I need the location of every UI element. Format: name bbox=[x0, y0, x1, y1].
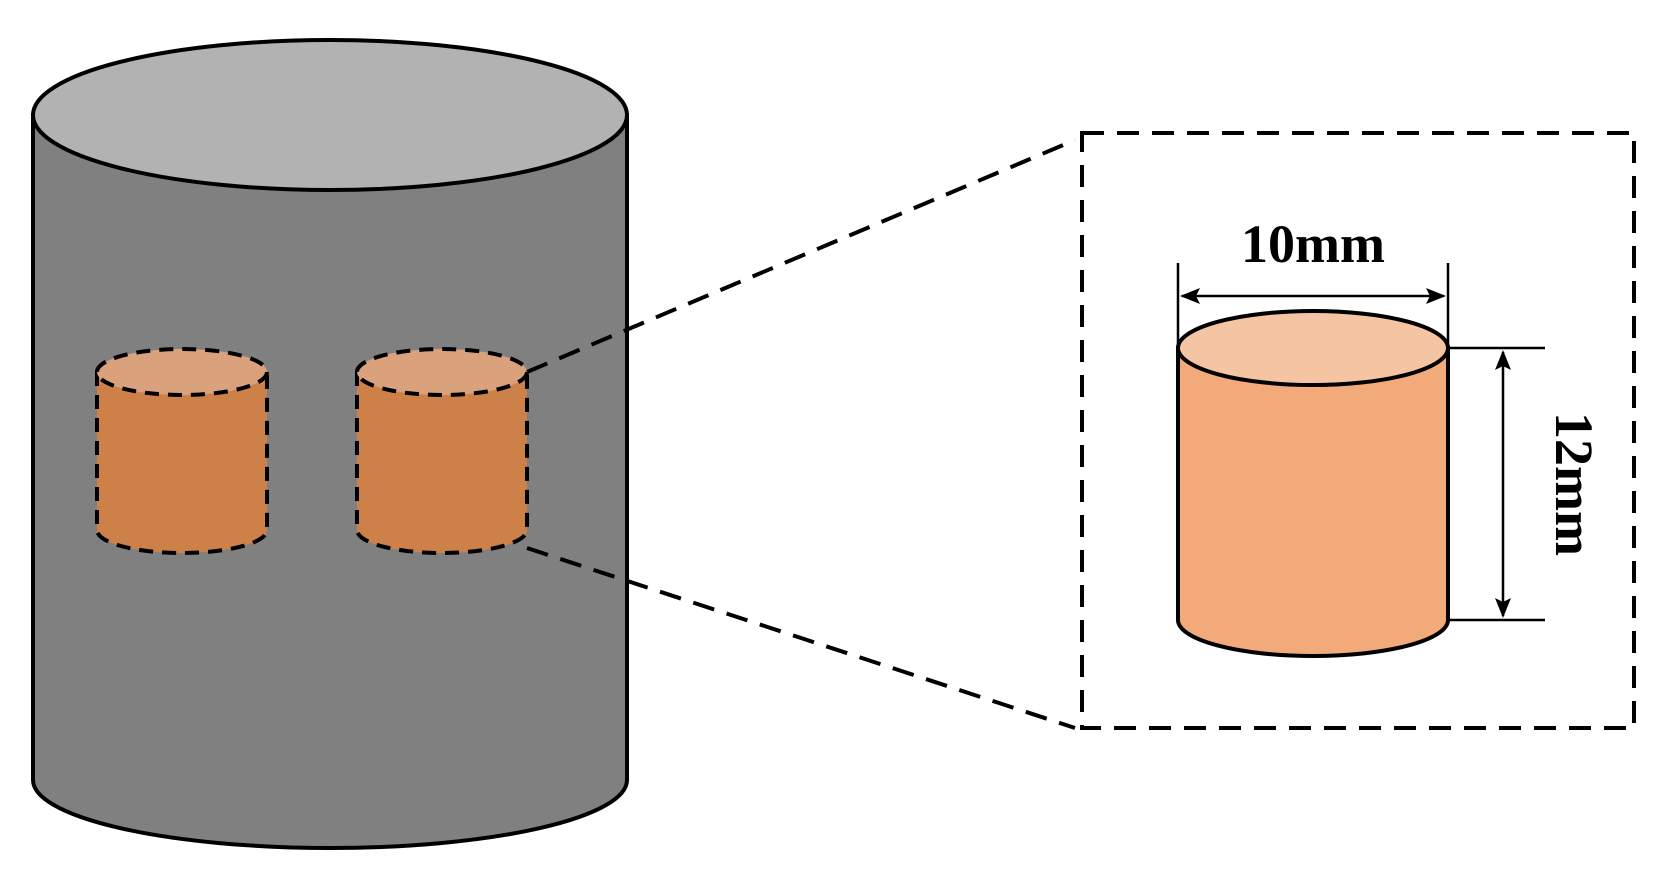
inset-sample-left bbox=[95, 347, 269, 555]
height-arrow-bottom-icon bbox=[1495, 598, 1511, 618]
inset-sample-left-top bbox=[95, 347, 269, 397]
inset-sample-right-body bbox=[355, 370, 529, 555]
width-arrow-left-icon bbox=[1180, 288, 1200, 304]
inset-sample-left-body bbox=[95, 370, 269, 555]
width-dimension bbox=[1176, 263, 1450, 348]
core-cylinder-top bbox=[31, 38, 629, 192]
detail-sample bbox=[1176, 309, 1450, 658]
height-arrow-top-icon bbox=[1495, 350, 1511, 370]
detail-box bbox=[1080, 131, 1636, 730]
core-cylinder-body bbox=[31, 113, 629, 850]
height-dimension bbox=[1448, 346, 1545, 622]
zoom-line-lower bbox=[526, 546, 1076, 730]
zoom-line-upper bbox=[526, 138, 1076, 374]
core-cylinder bbox=[31, 38, 629, 850]
inset-sample-right bbox=[355, 347, 529, 555]
detail-sample-body bbox=[1176, 346, 1450, 658]
zoom-lines bbox=[526, 138, 1076, 730]
detail-sample-top bbox=[1176, 309, 1450, 387]
height-label: 12mm bbox=[1544, 412, 1604, 556]
inset-sample-right-top bbox=[355, 347, 529, 397]
width-arrow-right-icon bbox=[1426, 288, 1446, 304]
width-label: 10mm bbox=[1241, 214, 1385, 274]
